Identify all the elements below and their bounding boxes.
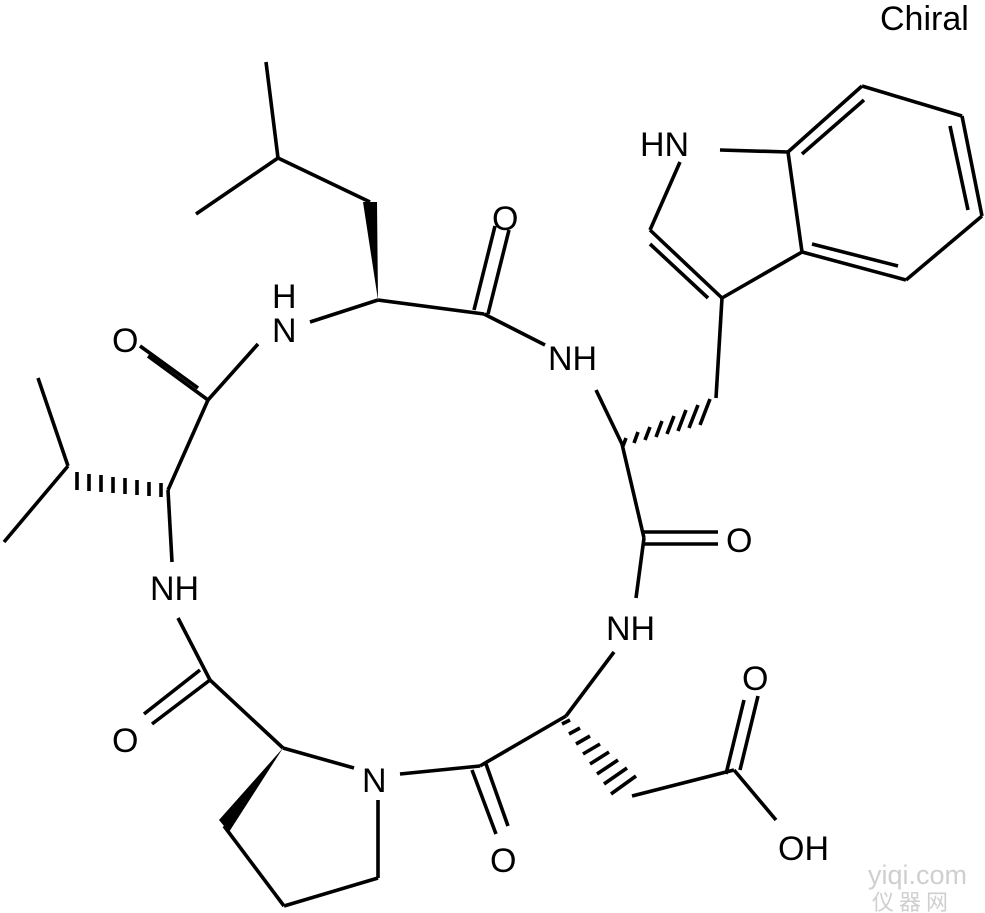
atom-o-asp-ring: O	[490, 842, 516, 880]
chiral-label: Chiral	[880, 0, 969, 38]
atom-nh-leu-h: H	[272, 278, 297, 316]
watermark-subtitle: 仪器网	[872, 890, 953, 913]
bonds	[2, 61, 984, 908]
atom-indole-nh: HN	[640, 126, 689, 164]
atom-o-trp: O	[726, 522, 752, 560]
watermark-site: yiqi.com	[868, 860, 967, 890]
atom-n-pro: N	[362, 762, 387, 800]
atom-o-pro: O	[112, 722, 138, 760]
atom-nh-leu-n: N	[272, 312, 297, 350]
atom-oh-acid: OH	[778, 830, 829, 868]
atom-nh-trp: NH	[548, 340, 597, 378]
watermark: yiqi.com 仪器网	[868, 860, 967, 913]
atom-o-val: O	[112, 322, 138, 360]
atom-nh-asp: NH	[606, 610, 655, 648]
atom-o-acid: O	[742, 660, 768, 698]
stereo-bonds	[75, 202, 712, 832]
atom-nh-val: NH	[150, 570, 199, 608]
atom-labels: HN H N NH NH NH N O O O O O O OH	[112, 126, 829, 880]
atom-o-leu: O	[492, 200, 518, 238]
